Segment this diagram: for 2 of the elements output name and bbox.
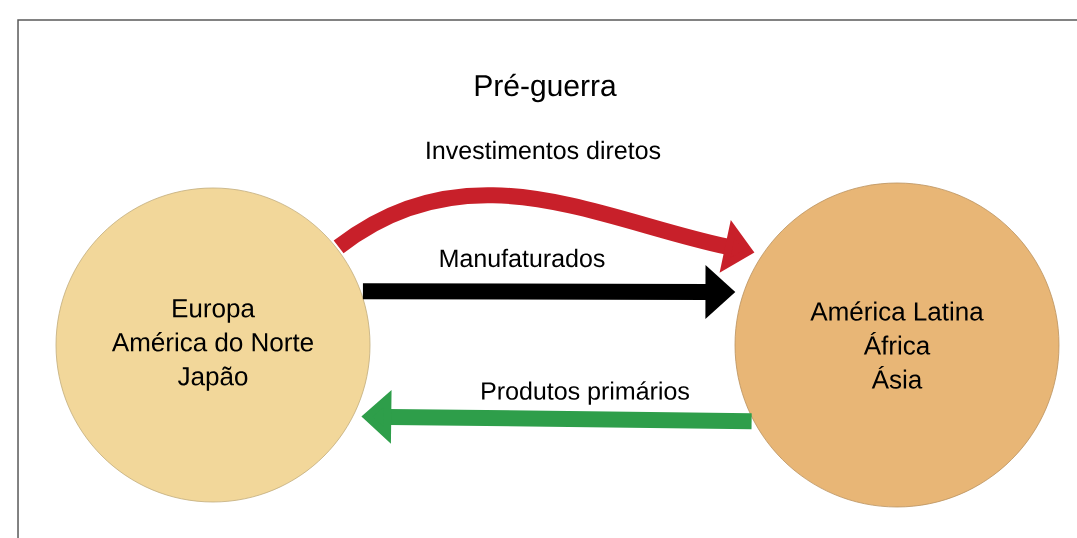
edge-label: Produtos primários <box>479 380 691 406</box>
title: Pré-guerra <box>475 73 617 103</box>
